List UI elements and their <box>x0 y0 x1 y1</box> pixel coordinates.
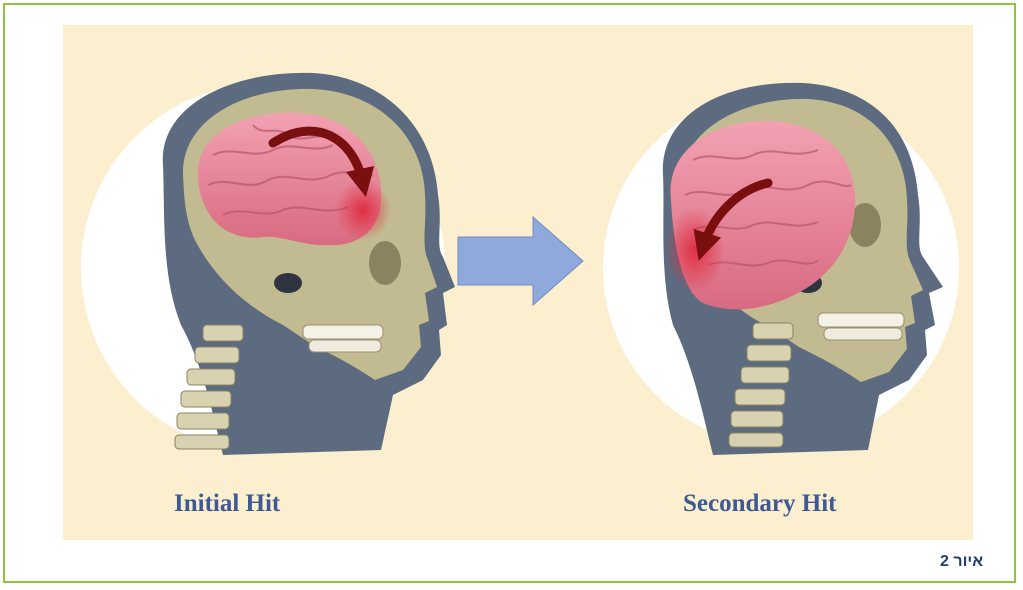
illustration-panel: Initial Hit Secondary Hit <box>63 25 973 540</box>
left-teeth <box>303 325 383 352</box>
left-head-illustration <box>81 73 455 455</box>
left-ear-canal <box>274 273 302 293</box>
right-arrow-icon <box>458 217 583 305</box>
illustration-canvas <box>63 25 973 540</box>
figure-label: איור 2 <box>940 553 983 571</box>
figure-frame: Initial Hit Secondary Hit <box>3 3 1016 583</box>
left-eye-socket <box>369 241 401 285</box>
left-impact-glow <box>335 180 391 240</box>
right-head-illustration <box>603 83 959 455</box>
initial-hit-caption: Initial Hit <box>174 490 280 518</box>
right-teeth <box>818 313 904 340</box>
secondary-hit-caption: Secondary Hit <box>683 490 836 518</box>
